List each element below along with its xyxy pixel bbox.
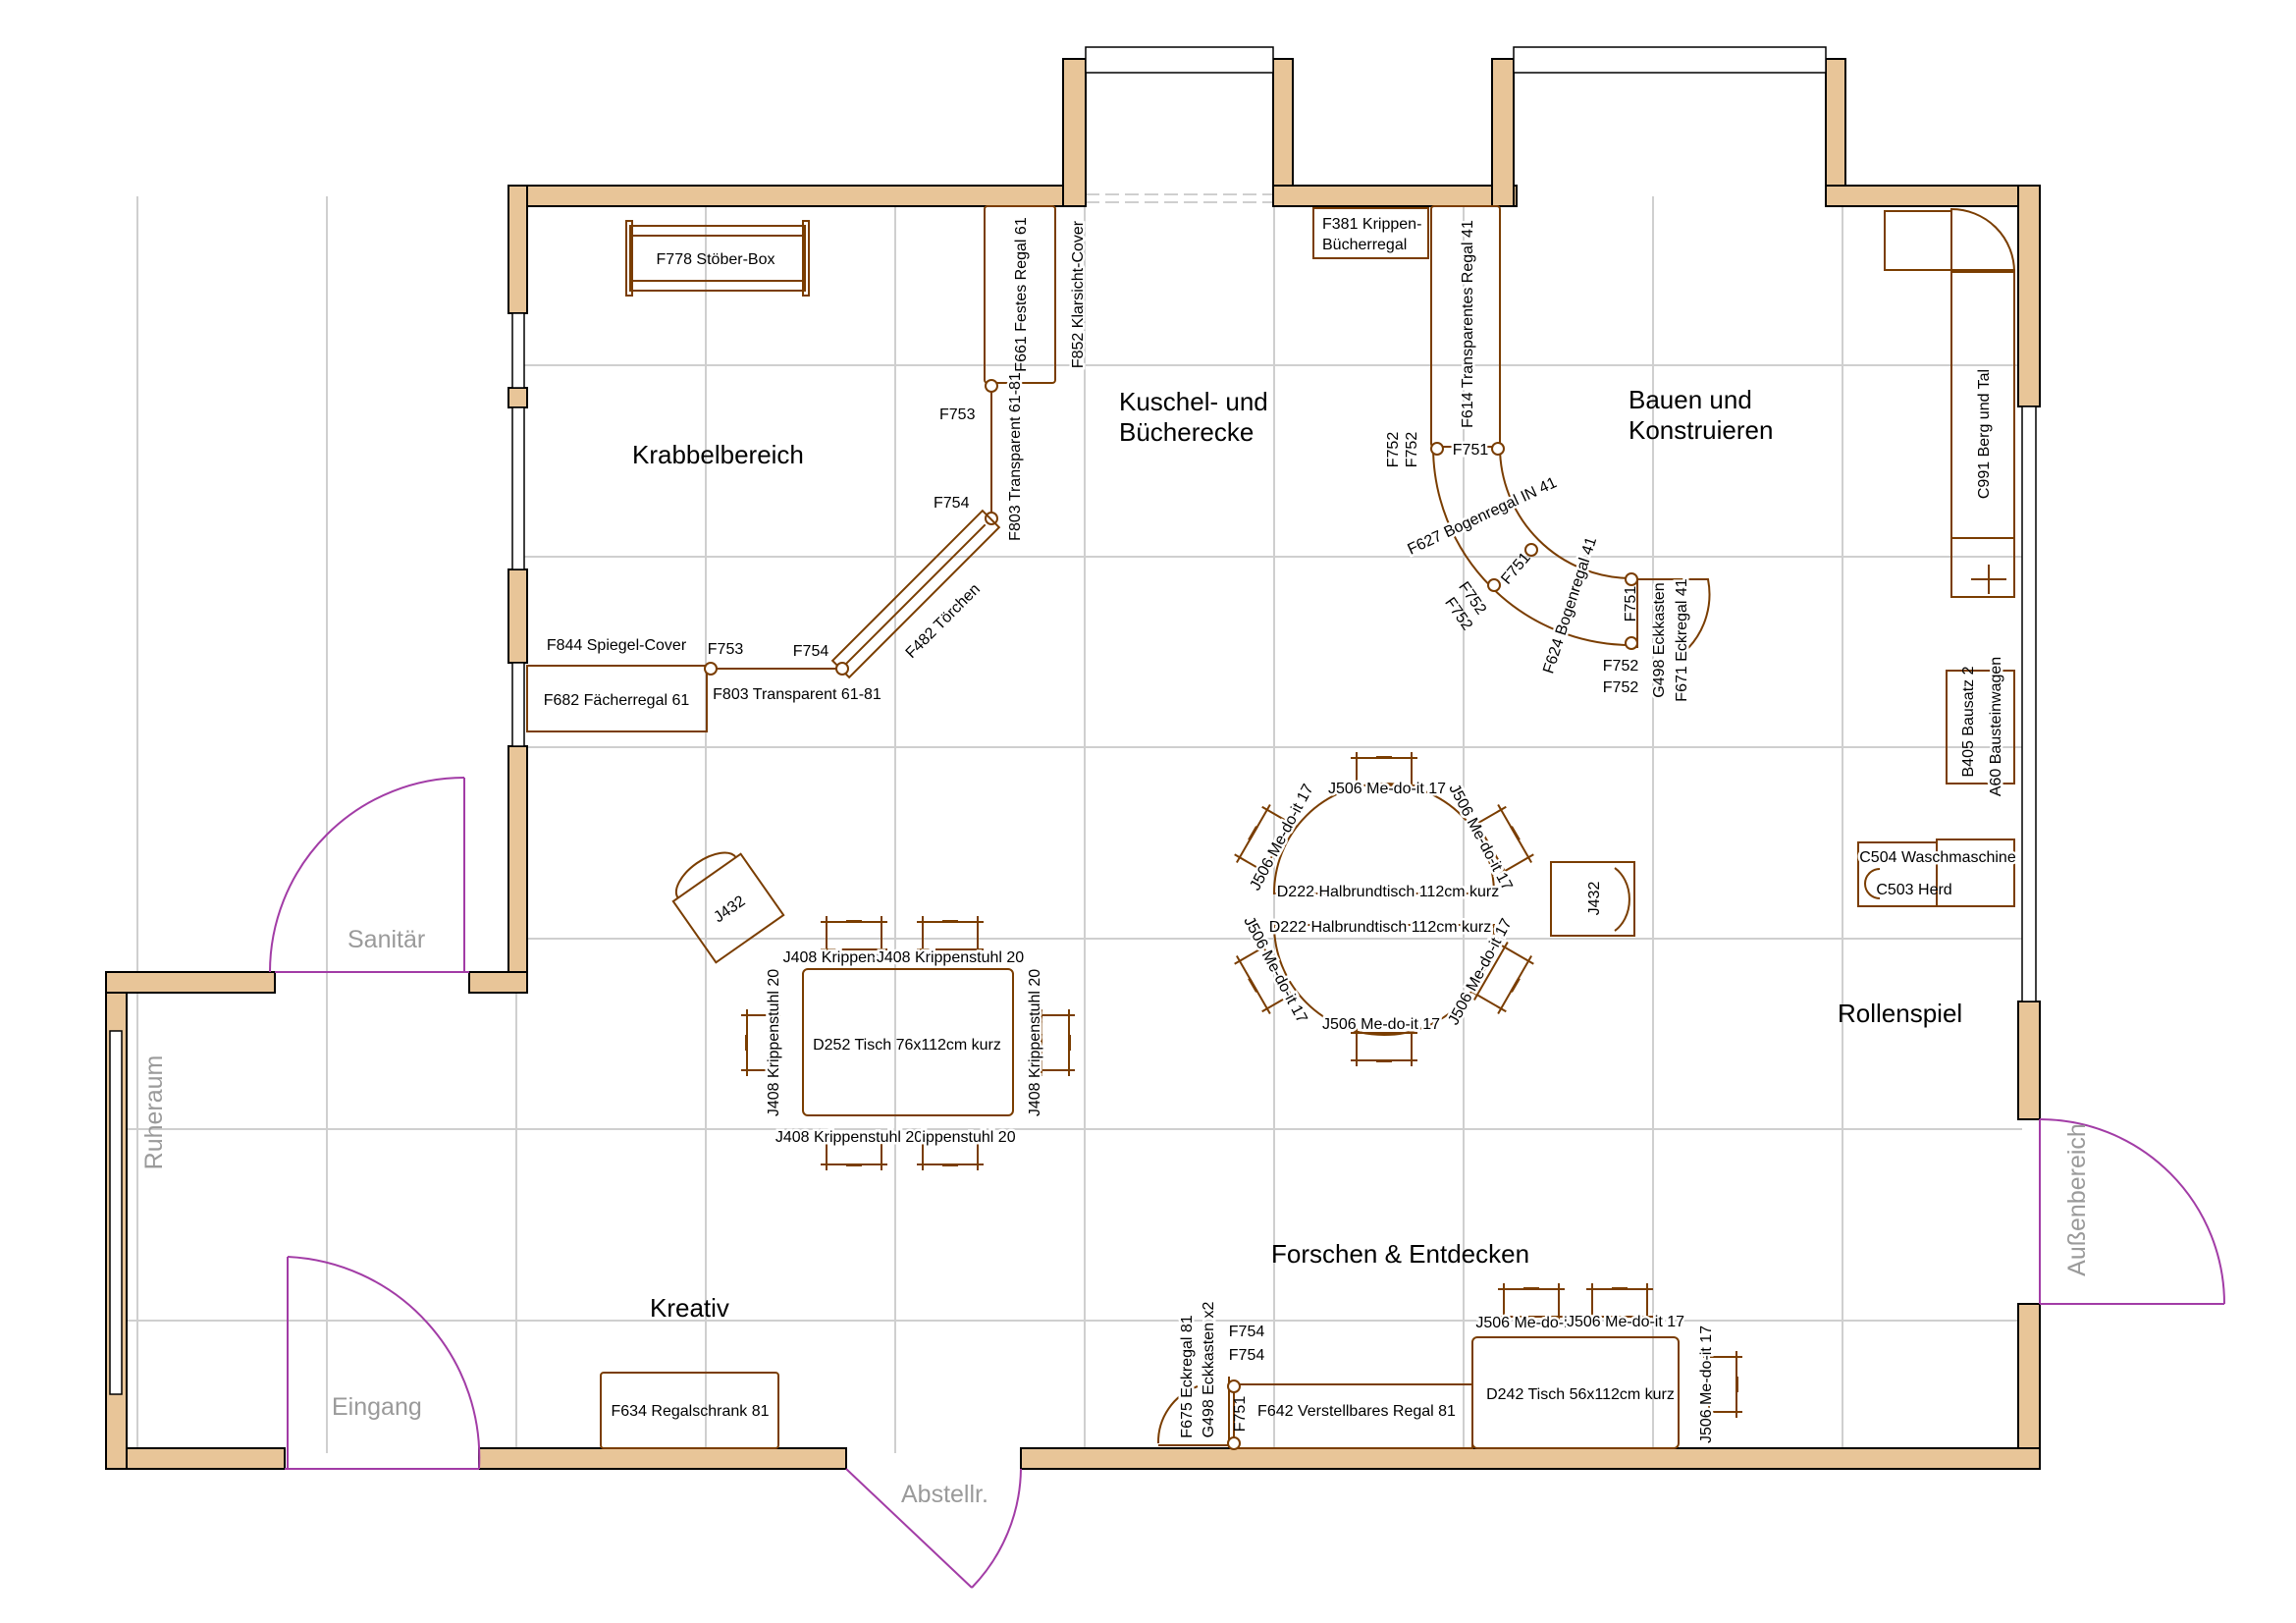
label-transparentes-regal: F614 Transparentes Regal 41 — [1460, 220, 1476, 428]
label-f752-a1: F752 — [1385, 432, 1402, 468]
tisch-d242 — [1471, 1336, 1680, 1449]
label-bausatz: B405 Bausatz 2 — [1960, 666, 1977, 777]
label-halbrund-top: D222 Halbrundtisch 112cm kurz — [1277, 884, 1499, 900]
room-label-abstellraum: Abstellr. — [901, 1481, 988, 1508]
label-regalschrank: F634 Regalschrank 81 — [612, 1403, 770, 1420]
room-label-bauen-1: Bauen und — [1629, 385, 1752, 414]
label-sessel-left: J432 — [711, 893, 748, 926]
label-festes-regal: F661 Festes Regal 61 — [1013, 217, 1030, 372]
label-berg-und-tal: C991 Berg und Tal — [1976, 369, 1993, 499]
room-label-rollenspiel: Rollenspiel — [1838, 999, 1962, 1028]
tisch-d252 — [802, 968, 1014, 1116]
label-f752-c1: F752 — [1603, 658, 1639, 675]
label-bausteinwagen: A60 Bausteinwagen — [1988, 657, 2004, 796]
label-medoit-d242-a: J506 Me-do-i — [1475, 1315, 1567, 1331]
label-klarsicht-cover: F852 Klarsicht-Cover — [1070, 220, 1087, 368]
label-f754-c1: F754 — [1229, 1324, 1265, 1340]
label-f751-d: F751 — [1232, 1396, 1249, 1433]
furniture-shapes — [526, 205, 2015, 1450]
label-medoit-right-top: J506 Me-do-it 17 — [1445, 782, 1515, 893]
label-krippenstuhl-bottom-a: J408 Krippenstuhl 20 — [775, 1129, 923, 1146]
label-toerchen: F482 Törchen — [903, 581, 984, 662]
room-label-ruheraum: Ruheraum — [140, 1055, 168, 1170]
halbrundtisch — [1272, 783, 1496, 1036]
label-spiegel-cover: F844 Spiegel-Cover — [547, 637, 687, 654]
label-krippenstuhl-bottom-b: ippenstuhl 20 — [922, 1129, 1015, 1146]
berg-und-tal — [1884, 207, 2015, 598]
label-medoit-left-top: J506 Me-do-it 17 — [1247, 782, 1316, 893]
sessel-left — [671, 851, 785, 964]
bausteinwagen — [1946, 670, 2015, 784]
eckregal-41 — [1636, 578, 1711, 649]
label-krippenstuhl-left: J408 Krippenstuhl 20 — [766, 969, 782, 1116]
room-label-eingang: Eingang — [332, 1393, 422, 1421]
transparentes-regal — [1430, 205, 1501, 448]
label-herd: C503 Herd — [1876, 882, 1951, 898]
label-f754: F754 — [934, 495, 970, 512]
room-label-kreativ: Kreativ — [650, 1293, 729, 1323]
label-f754-b: F754 — [793, 643, 829, 660]
festes-regal — [984, 205, 1056, 384]
transparent-horizontal — [704, 662, 849, 676]
label-f752-c2: F752 — [1603, 679, 1639, 696]
room-label-forschen: Forschen & Entdecken — [1271, 1239, 1529, 1269]
walls — [105, 46, 2041, 1470]
label-f751-c: F751 — [1623, 586, 1639, 622]
room-label-bauen-2: Konstruieren — [1629, 415, 1773, 445]
doors — [269, 777, 2225, 1589]
label-medoit-d242-c: J506 Me-do-it 17 — [1698, 1325, 1715, 1443]
room-label-sanitaer: Sanitär — [347, 926, 425, 953]
label-krippenstuhl-top-a: J408 Krippen: — [783, 949, 881, 966]
room-label-kuschel-1: Kuschel- und — [1119, 387, 1268, 416]
label-krippen-buecherregal-1: F381 Krippen- — [1322, 216, 1421, 233]
label-medoit-top: J506 Me-do-it 17 — [1328, 781, 1446, 797]
room-labels: Krabbelbereich Kuschel- und Bücherecke B… — [140, 385, 2091, 1508]
regalschrank — [600, 1372, 779, 1449]
label-transparent-vertical: F803 Transparent 61-81 — [1007, 372, 1024, 541]
grid-lines — [118, 193, 2022, 1453]
bogenregal — [1430, 442, 1638, 650]
label-eckkasten: G498 Eckkasten — [1651, 582, 1668, 697]
label-f751-a: F751 — [1453, 442, 1489, 459]
label-faecherregal: F682 Fächerregal 61 — [544, 692, 690, 709]
label-f753-b: F753 — [708, 641, 744, 658]
label-sessel-right: J432 — [1586, 882, 1603, 916]
label-tisch-d252: D252 Tisch 76x112cm kurz — [813, 1037, 1001, 1054]
label-f754-c2: F754 — [1229, 1347, 1265, 1364]
transparent-vertical — [985, 379, 998, 525]
label-krippenstuhl-right: J408 Krippenstuhl 20 — [1027, 969, 1043, 1116]
label-medoit-d242-b: J506 Me-do-it 17 — [1567, 1314, 1684, 1330]
label-f752-a2: F752 — [1404, 432, 1420, 468]
label-eckregal-41: F671 Eckregal 41 — [1674, 578, 1690, 702]
sessel-right — [1550, 861, 1635, 937]
stoeber-box — [625, 220, 810, 297]
label-medoit-bottom: J506 Me-do-it 17 — [1322, 1016, 1440, 1033]
room-label-kuschel-2: Bücherecke — [1119, 417, 1254, 447]
label-stoeber-box: F778 Stöber-Box — [657, 251, 775, 268]
room-label-krabbelbereich: Krabbelbereich — [632, 440, 804, 469]
kueche — [1857, 839, 2015, 907]
label-verstellbares-regal: F642 Verstellbares Regal 81 — [1257, 1403, 1456, 1420]
label-waschmaschine: C504 Waschmaschine — [1859, 849, 2016, 866]
label-krippenstuhl-top-b: J408 Krippenstuhl 20 — [877, 949, 1024, 966]
label-eckkasten-x2: G498 Eckkasten x2 — [1201, 1302, 1217, 1438]
label-tisch-d242: D242 Tisch 56x112cm kurz — [1486, 1386, 1675, 1403]
room-label-aussenbereich: Außenbereich — [2063, 1123, 2091, 1276]
label-halbrund-bottom: D222 Halbrundtisch 112cm kurz — [1269, 919, 1491, 936]
label-krippen-buecherregal-2: Bücherregal — [1322, 237, 1407, 253]
label-transparent-horizontal: F803 Transparent 61-81 — [713, 686, 881, 703]
label-f753: F753 — [939, 406, 976, 423]
krippen-buecherregal — [1312, 207, 1429, 259]
label-eckregal-81: F675 Eckregal 81 — [1179, 1315, 1196, 1438]
